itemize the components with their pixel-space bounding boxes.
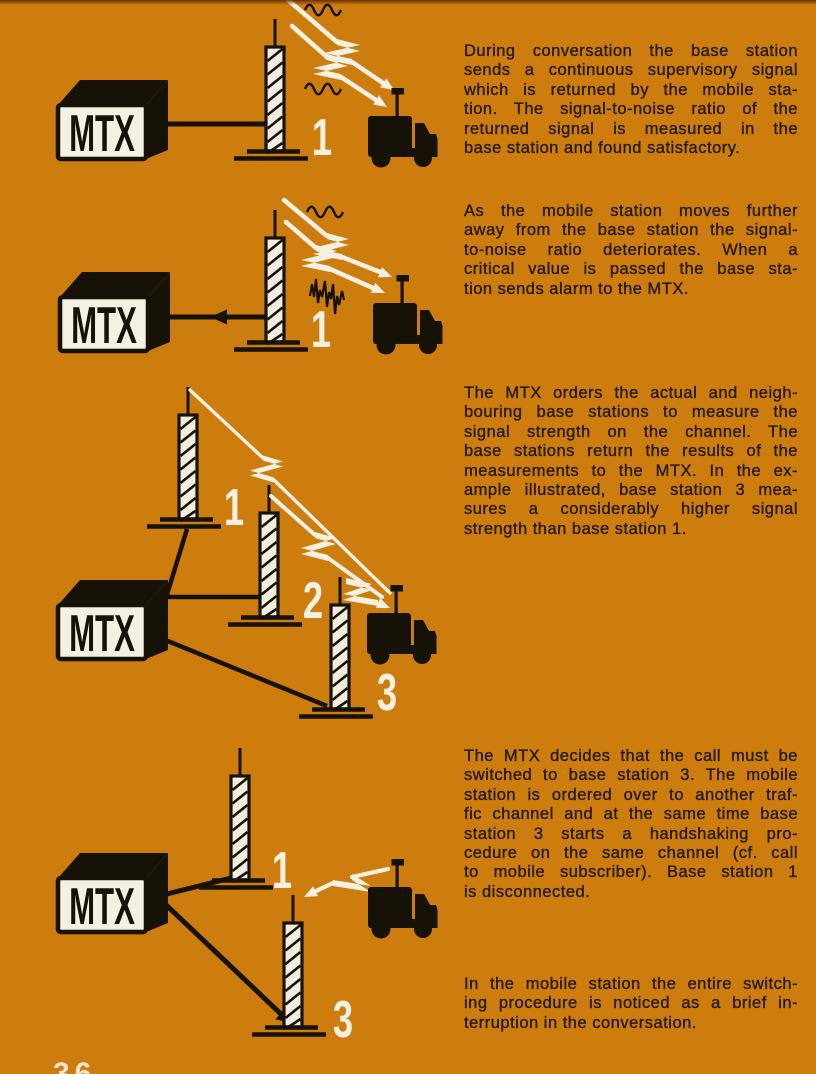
text-line: In the mobile station the entire switch- [464, 975, 798, 993]
text-line: is disconnected. [464, 882, 591, 901]
text-line: switched to base station 3. The mobile [464, 766, 798, 785]
text-line: ing procedure is noticed as a brief in- [464, 994, 798, 1013]
radio-wave-squiggle-icon [305, 205, 345, 219]
station-label: 1 [224, 477, 244, 536]
antenna-tower-icon [252, 895, 326, 1035]
text-line: sends a continuous supervisory signal [464, 61, 798, 80]
text-line: cedure on the same channel (cf. call [464, 844, 798, 863]
antenna-tower-icon [199, 748, 273, 888]
text-line: measurements to the MTX. In the ex- [464, 461, 798, 480]
bolt-arrowhead [375, 597, 390, 609]
paragraph-5: In the mobile station the entire switch-… [464, 975, 798, 1033]
mtx-label: MTX [69, 605, 135, 663]
station-label: 1 [312, 107, 332, 166]
text-line: The MTX decides that the call must be [464, 747, 798, 765]
station-label: 3 [377, 662, 397, 721]
bolt-kink [301, 245, 337, 272]
text-line: to mobile subscriber). Base station 1 [464, 863, 798, 882]
figure-1-supervisory-signal: MTX 1 [58, 0, 438, 168]
text-line: which is returned by the mobile sta- [464, 80, 798, 99]
text-line: strength than base station 1. [464, 519, 687, 538]
paragraph-3: The MTX orders the actual and neigh-bour… [464, 384, 798, 539]
mobile-station-truck-icon [373, 275, 443, 355]
bolt-kink [301, 532, 336, 561]
bolt-arrowhead [378, 267, 392, 278]
bolt-kink [313, 233, 349, 260]
bolt-arrowhead [304, 886, 319, 897]
alarm-arrowhead [210, 309, 227, 325]
text-line: critical value is passed the base sta- [464, 260, 798, 279]
mtx-label: MTX [69, 878, 135, 936]
text-line: tion sends alarm to the MTX. [464, 279, 689, 298]
signal-bolt [313, 866, 391, 894]
scan-edge-shadow [0, 0, 816, 5]
figure-2-alarm-to-mtx: MTX 1 [60, 197, 443, 359]
text-line: During conversation the base station [464, 42, 798, 60]
mtx-label: MTX [69, 105, 135, 163]
text-line: ample illustrated, base station 3 mea- [464, 481, 798, 500]
text-line: returned signal is measured in the [464, 119, 798, 138]
text-line: station is ordered over to another traf- [464, 785, 798, 804]
bolt-arrowhead [373, 95, 387, 107]
mtx-link-line [162, 528, 190, 602]
mobile-station-truck-icon [367, 585, 437, 665]
mtx-link-line [157, 634, 328, 709]
bolt-kink [250, 455, 283, 483]
figure-4-handover: MTX 1 3 [58, 748, 438, 1049]
page-number: 36 [53, 1057, 97, 1074]
station-label: 2 [303, 570, 323, 629]
bolt-kink [343, 578, 378, 606]
mtx-label: MTX [71, 297, 137, 355]
text-line: tion. The signal-to-noise ratio of the [464, 100, 798, 119]
figure-3-measurements: MTX 1 2 3 [58, 387, 437, 722]
bolt-arrowhead [370, 282, 385, 293]
text-line: to-noise ratio deteriorates. When a [464, 240, 798, 259]
radio-wave-squiggle-icon [303, 82, 343, 96]
mtx-link-line [160, 899, 284, 1017]
text-line: fic channel and at the same time base [464, 805, 798, 824]
noise-waveform-icon [308, 278, 346, 315]
text-line: station 3 starts a handshaking pro- [464, 824, 798, 843]
station-label: 1 [311, 299, 331, 358]
station-label: 1 [272, 840, 292, 899]
text-line: signal strength on the channel. The [464, 422, 798, 441]
radio-wave-squiggle-icon [303, 3, 343, 17]
station-label: 3 [333, 989, 353, 1048]
text-line: bouring base stations to measure the [464, 403, 798, 422]
signal-bolt [281, 197, 383, 291]
antenna-tower-icon [234, 19, 308, 159]
text-line: sures a considerably higher signal [464, 500, 798, 519]
text-line: The MTX orders the actual and neigh- [464, 384, 798, 402]
bolt-kink [313, 54, 348, 80]
bolt-arrowhead [380, 78, 394, 90]
text-line: As the mobile station moves further [464, 202, 798, 220]
signal-bolt [188, 388, 392, 599]
text-line: base station and found satisfactory. [464, 139, 741, 158]
bolt-kink [333, 874, 371, 892]
signal-bolt [285, 0, 386, 103]
text-line: away from the base station the signal- [464, 221, 798, 240]
text-line: base stations return the results of the [464, 442, 798, 461]
text-line: terruption in the conversation. [464, 1013, 697, 1032]
